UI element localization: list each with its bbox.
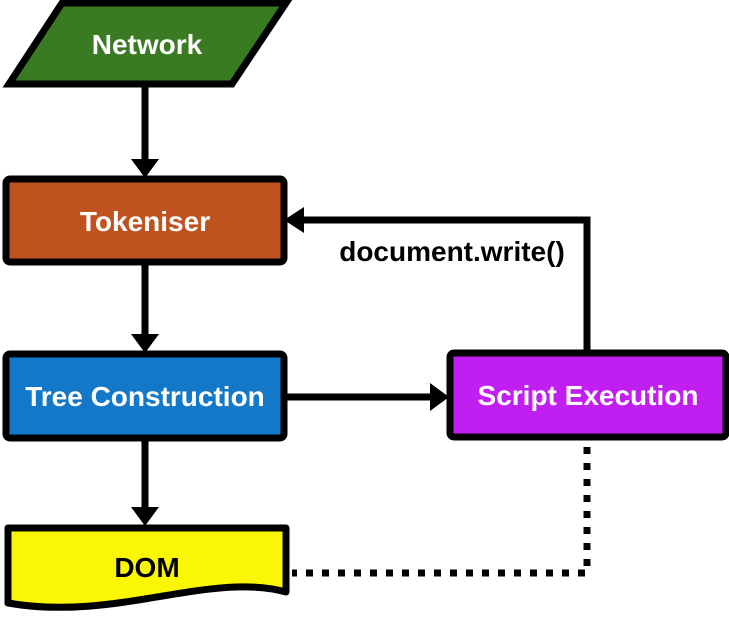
node-dom: DOM <box>4 524 290 611</box>
arrowhead-down-icon <box>131 334 159 353</box>
dom-label: DOM <box>114 552 179 583</box>
arrowhead-left-icon <box>284 207 304 233</box>
arrowhead-right-icon <box>430 383 449 411</box>
dotted-edge-line <box>292 447 591 577</box>
script-execution-label: Script Execution <box>478 380 699 411</box>
tree-construction-label: Tree Construction <box>25 381 265 412</box>
network-shape <box>2 0 293 88</box>
tokeniser-label: Tokeniser <box>80 206 210 237</box>
document-write-label: document.write() <box>339 236 565 267</box>
edge-tokeniser-to-tree-construction <box>131 262 159 353</box>
edge-line <box>303 216 591 353</box>
edge-script-execution-to-tokeniser: document.write() <box>284 207 591 353</box>
arrowhead-down-icon <box>131 159 159 178</box>
node-script-execution: Script Execution <box>446 349 729 441</box>
node-network: Network <box>2 0 293 88</box>
node-tree-construction: Tree Construction <box>2 350 288 442</box>
edge-tree-construction-to-script-execution <box>284 383 449 411</box>
network-label: Network <box>92 29 203 60</box>
edge-script-execution-to-dom-dotted <box>292 447 591 577</box>
edge-network-to-tokeniser <box>131 84 159 178</box>
arrowhead-down-icon <box>131 507 159 526</box>
node-tokeniser: Tokeniser <box>2 175 288 266</box>
dom-shape <box>4 524 290 611</box>
edge-tree-construction-to-dom <box>131 438 159 526</box>
